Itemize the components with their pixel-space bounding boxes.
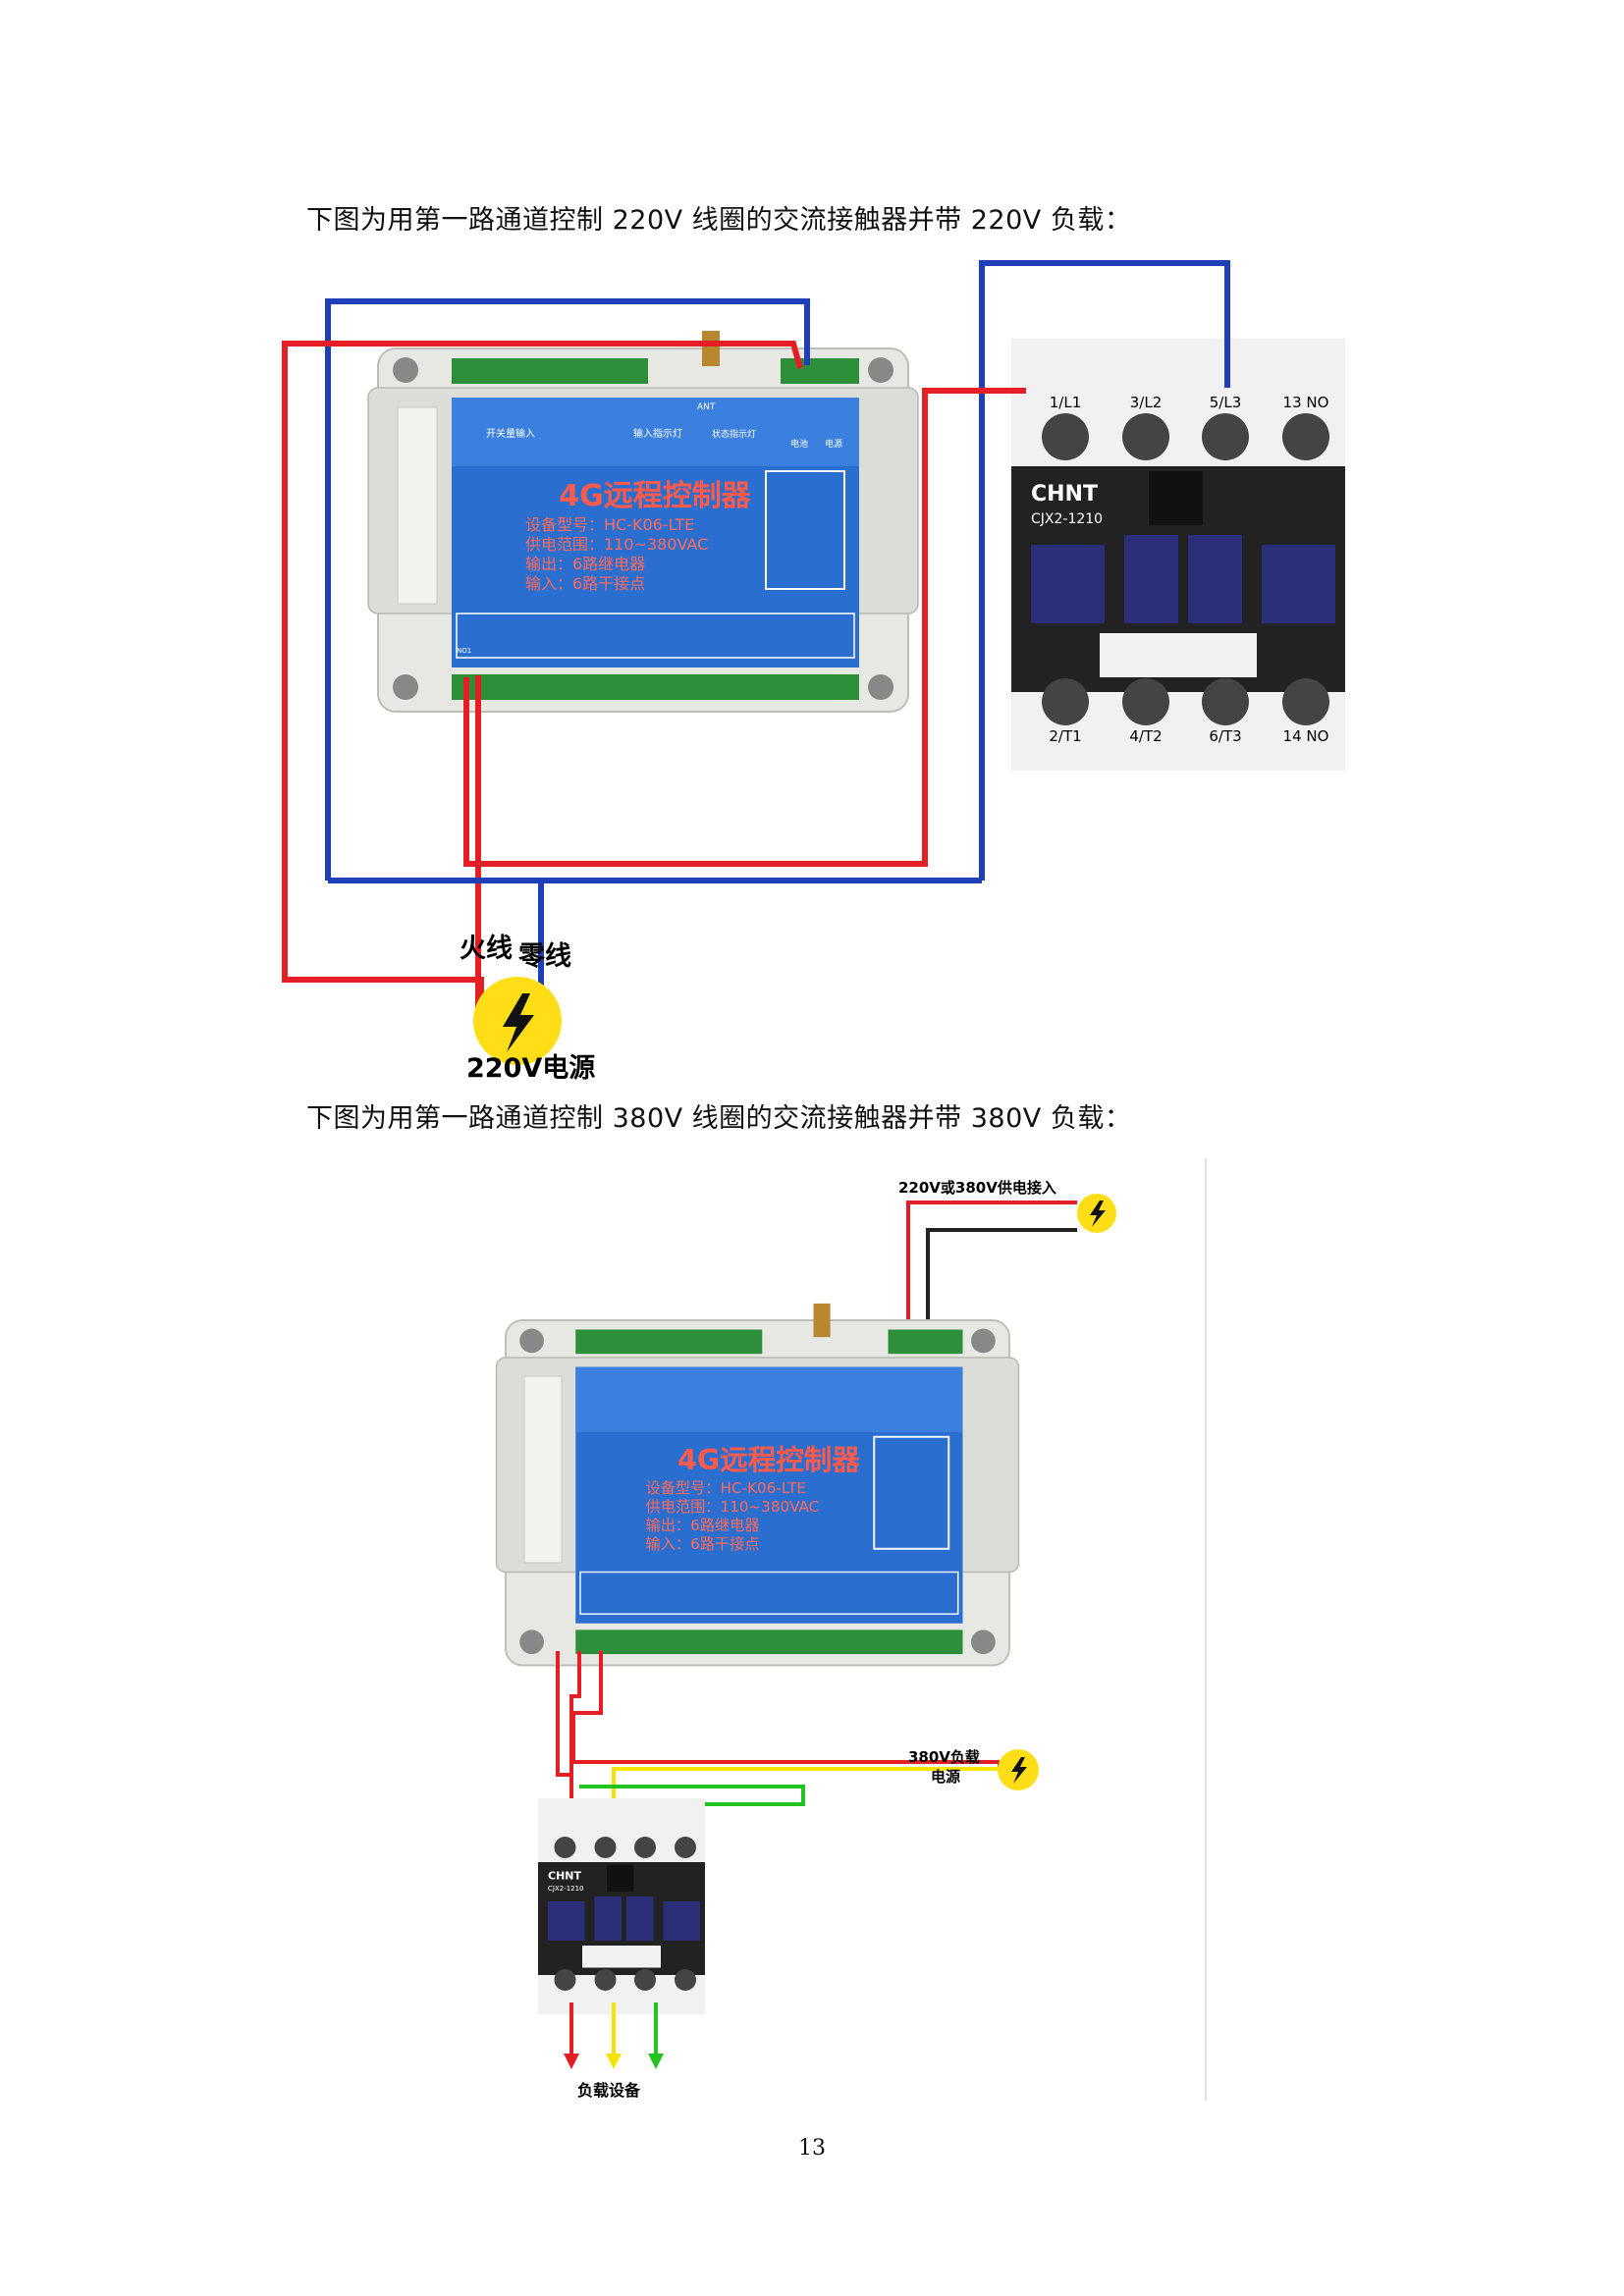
supply-label: 220V或380V供电接入 [898,1179,1056,1197]
source-label: 220V电源 [466,1053,595,1084]
controller-spec-model: 设备型号：HC-K06-LTE [525,515,694,534]
contactor-model: CJX2-1210 [1031,511,1103,527]
terminal-2-t1: 2/T1 [1049,727,1081,745]
contactor-image: CHNT CJX2-1210 [538,1798,705,2014]
wire-red-com [556,1651,571,1777]
status-indicator-label: 状态指示灯 [712,428,756,440]
wires-220v [282,260,1230,1011]
load-label: 负载设备 [577,2081,641,2100]
terminal-4-t2: 4/T2 [1129,727,1162,745]
caption-diagram-220v: 下图为用第一路通道控制 220V 线圈的交流接触器并带 220V 负载： [306,205,1132,236]
lightning-icon [998,1749,1039,1790]
live-label: 火线 [460,934,513,964]
caption-diagram-380v: 下图为用第一路通道控制 380V 线圈的交流接触器并带 380V 负载： [306,1103,1132,1134]
contactor-brand: CHNT [548,1870,581,1883]
ant-label: ANT [697,402,716,412]
terminal-14-no: 14 NO [1283,727,1329,745]
terminal-3-l2: 3/L2 [1130,394,1163,411]
wire-red-no1 [569,1651,581,1836]
controller-spec-input: 输入：6路干接点 [646,1535,760,1553]
controller-title: 4G远程控制器 [559,479,751,513]
supply-label: 电源 [825,438,842,450]
controller-title: 4G远程控制器 [677,1444,860,1476]
wire-red-contactor [463,388,1026,867]
load-arrows [564,2002,664,2069]
controller-spec-model: 设备型号：HC-K06-LTE [646,1479,806,1497]
contactor-model: CJX2-1210 [548,1885,584,1893]
lightning-icon [473,977,562,1065]
terminal-1-l1: 1/L1 [1050,394,1082,411]
controller-spec-input: 输入：6路干接点 [525,574,645,593]
controller-spec-power: 供电范围：110~380VAC [646,1498,820,1516]
page-number: 13 [798,2136,826,2161]
terminal-6-t3: 6/T3 [1209,727,1241,745]
relay-terminals-label: NO1 [457,647,471,655]
terminal-13-no: 13 NO [1283,394,1329,411]
lightning-icon [1077,1194,1116,1233]
switch-input-label: 开关量输入 [486,427,535,440]
diagram-380v: 220V或380V供电接入 4G远程控制器 设备型号：HC-K06-LTE 供电… [495,1158,1207,2101]
controller-spec-output: 输出：6路继电器 [525,555,645,573]
input-indicator-label: 输入指示灯 [633,427,682,440]
controller-spec-output: 输出：6路继电器 [646,1517,760,1534]
diagram-220v: 4G远程控制器 设备型号：HC-K06-LTE 供电范围：110~380VAC … [282,260,1345,1084]
controller-image: 4G远程控制器 设备型号：HC-K06-LTE 供电范围：110~380VAC … [367,330,919,713]
controller-spec-power: 供电范围：110~380VAC [525,535,708,554]
battery-label: 电池 [790,438,808,450]
load-power-label-1: 380V负载 [908,1748,980,1766]
controller-image: 4G远程控制器 设备型号：HC-K06-LTE 供电范围：110~380VAC … [495,1302,1020,1667]
neutral-label: 零线 [517,941,571,972]
contactor-image: CHNT CJX2-1210 1/L1 3/L2 5/L3 13 NO 2/T1… [1011,339,1345,771]
contactor-brand: CHNT [1031,482,1098,507]
terminal-5-l3: 5/L3 [1210,394,1242,411]
wire-blue-contactor [979,260,1230,881]
load-power-label-2: 电源 [931,1768,960,1786]
wire-blue-controller [325,298,810,881]
wire-red-l1 [571,1651,1000,1764]
